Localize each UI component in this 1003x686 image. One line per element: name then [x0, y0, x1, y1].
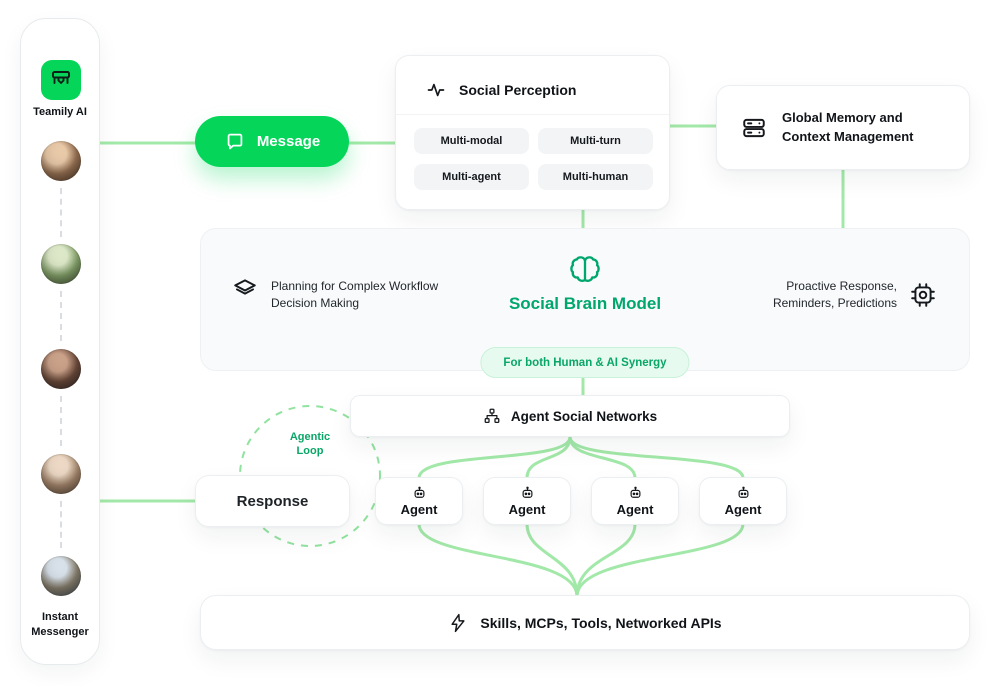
- contact-avatar: [41, 244, 81, 284]
- connector-network-agent4: [568, 435, 745, 480]
- lightning-icon: [451, 613, 465, 632]
- response-node: Response: [195, 475, 350, 527]
- avatar-connector-dash: [60, 501, 62, 548]
- social-perception-title: Social Perception: [459, 82, 577, 98]
- chip-multi-agent: Multi-agent: [414, 164, 529, 190]
- agent-social-networks-card: Agent Social Networks: [350, 395, 790, 437]
- perception-chips: Multi-modal Multi-turn Multi-agent Multi…: [414, 128, 653, 190]
- connector-network-agent2: [525, 435, 572, 480]
- sitemap-icon: [484, 408, 500, 424]
- connector-agent4-skills: [575, 522, 745, 598]
- contact-avatar: [41, 556, 81, 596]
- agentic-loop-label: Agentic Loop: [289, 431, 331, 457]
- avatar-connector-dash: [60, 291, 62, 341]
- chip-multi-modal: Multi-modal: [414, 128, 529, 154]
- synergy-pill: For both Human & AI Synergy: [480, 347, 690, 378]
- robot-icon: [630, 486, 640, 498]
- social-perception-card: Social Perception Multi-modal Multi-turn…: [395, 55, 670, 210]
- brain-icon: [570, 256, 600, 282]
- contact-avatar: [41, 454, 81, 494]
- chip-multi-turn: Multi-turn: [538, 128, 653, 154]
- message-node: Message: [195, 116, 349, 167]
- chip-icon: [911, 283, 935, 308]
- teamily-logo-icon: [41, 60, 81, 100]
- agent-label: Agent: [400, 501, 438, 517]
- agent-node: Agent: [591, 477, 679, 525]
- chip-multi-human: Multi-human: [538, 164, 653, 190]
- connector-agent3-skills: [575, 522, 637, 598]
- waveform-icon: [427, 83, 445, 97]
- robot-icon: [414, 486, 424, 498]
- global-memory-card: Global Memory and Context Management: [716, 85, 970, 170]
- contact-avatar: [41, 141, 81, 181]
- social-brain-title: Social Brain Model: [508, 294, 662, 313]
- agent-node: Agent: [483, 477, 571, 525]
- message-label: Message: [256, 133, 321, 150]
- contact-avatar: [41, 349, 81, 389]
- agent-label: Agent: [724, 501, 762, 517]
- messenger-sidebar: Teamily AI Instant Messenger: [20, 18, 100, 665]
- response-label: Response: [236, 492, 309, 510]
- connector-network-agent3: [568, 435, 637, 480]
- divider: [396, 114, 669, 115]
- connector-agent1-skills: [417, 522, 579, 598]
- planning-text: Planning for Complex Workflow Decision M…: [271, 279, 439, 311]
- agent-node: Agent: [699, 477, 787, 525]
- chat-bubble-icon: [227, 133, 243, 149]
- layers-icon: [234, 279, 256, 295]
- agent-node: Agent: [375, 477, 463, 525]
- connector-network-agent1: [417, 435, 572, 480]
- avatar-connector-dash: [60, 188, 62, 237]
- agent-label: Agent: [508, 501, 546, 517]
- skills-title: Skills, MCPs, Tools, Networked APIs: [480, 614, 722, 631]
- avatar-connector-dash: [60, 396, 62, 446]
- global-memory-title: Global Memory and Context Management: [782, 109, 914, 144]
- robot-icon: [522, 486, 532, 498]
- synergy-pill-label: For both Human & AI Synergy: [503, 356, 667, 369]
- social-brain-card: Planning for Complex Workflow Decision M…: [200, 228, 970, 378]
- connector-agent2-skills: [525, 522, 579, 598]
- logo-label: Teamily AI: [33, 106, 87, 118]
- sidebar-bottom-label: Instant Messenger: [31, 611, 89, 638]
- agentic-loop-circle: [239, 405, 381, 547]
- server-icon: [743, 118, 765, 137]
- agent-social-networks-title: Agent Social Networks: [510, 408, 658, 424]
- skills-card: Skills, MCPs, Tools, Networked APIs: [200, 595, 970, 650]
- proactive-text: Proactive Response, Reminders, Predictio…: [772, 279, 897, 311]
- agent-label: Agent: [616, 501, 654, 517]
- robot-icon: [738, 486, 748, 498]
